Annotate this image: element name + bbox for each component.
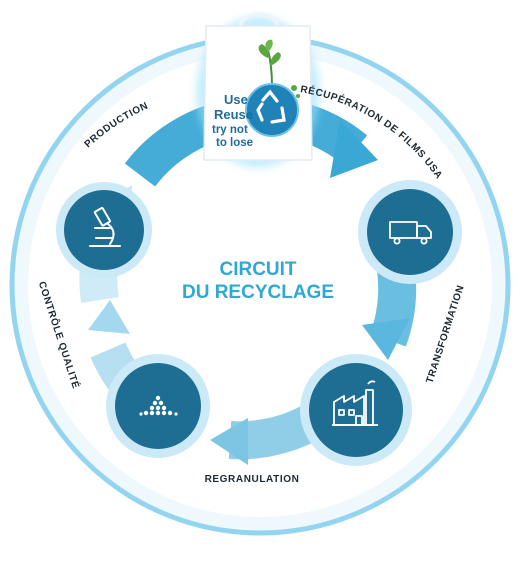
shopping-bag-icon: Use Reuse try not to lose: [203, 12, 313, 161]
bag-text-use: Use: [224, 92, 248, 107]
node-microscope: [56, 182, 152, 278]
arrowhead-bottom: [210, 418, 248, 465]
stage-label-regranulation: REGRANULATION: [205, 474, 300, 485]
arrowhead-top: [330, 120, 378, 178]
bag-text-to-lose: to lose: [216, 137, 253, 149]
truck-icon: [389, 221, 432, 245]
node-factory: [300, 354, 412, 466]
arrowhead-bottomleft: [88, 300, 130, 334]
bag-text-reuse: Reuse: [214, 107, 253, 122]
arrowhead-right: [362, 318, 410, 360]
center-title-line2: DU RECYCLAGE: [182, 282, 334, 303]
pellets-icon: [139, 395, 178, 416]
node-truck: [358, 180, 462, 284]
node-pellets: [106, 354, 210, 458]
microscope-icon: [89, 206, 121, 247]
node-bag: Use Reuse try not to lose: [196, 12, 320, 168]
center-title-line1: CIRCUIT: [219, 259, 296, 280]
factory-icon: [332, 380, 378, 426]
bag-text-try-not: try not: [212, 124, 248, 136]
